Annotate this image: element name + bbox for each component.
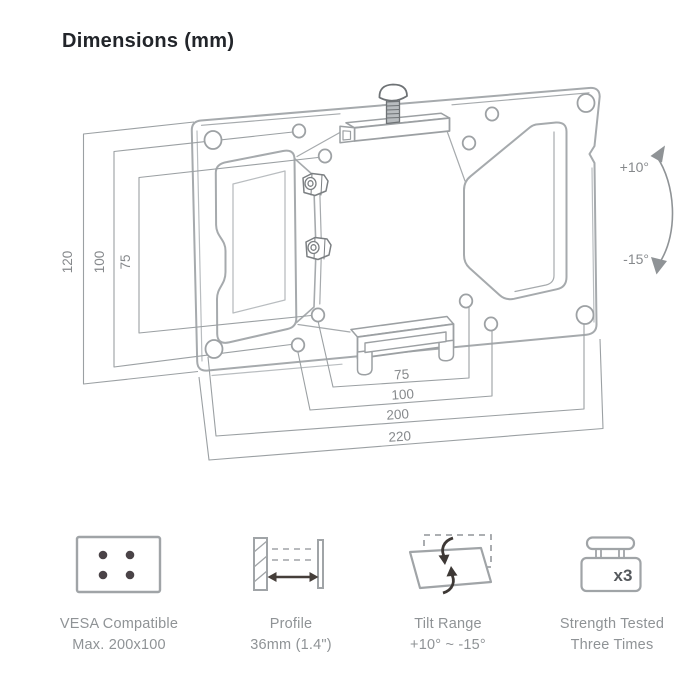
mounting-holes <box>203 93 596 359</box>
dimension-labels: 120 100 75 75 100 200 220 <box>60 251 414 445</box>
profile-depth-icon <box>253 537 324 591</box>
dim-label-220: 220 <box>388 428 411 444</box>
dim-label-200: 200 <box>386 406 410 423</box>
feature-strength-caption-line1: Strength Tested <box>559 616 665 632</box>
vesa-pattern-icon <box>75 535 162 594</box>
dim-label-120: 120 <box>60 251 75 274</box>
dim-line-75-horizontal <box>317 306 470 388</box>
dim-line-100-horizontal <box>296 329 493 411</box>
tilt-range-icon <box>408 534 493 595</box>
tilt-arrow-down-icon <box>651 257 667 275</box>
feature-profile-caption-line1: Profile <box>269 616 313 632</box>
bottom-latch <box>350 315 455 376</box>
bracket-line-art <box>190 83 601 377</box>
dim-line-220 <box>198 338 604 461</box>
left-cutout <box>214 149 298 344</box>
wall-mount-dimension-drawing: 120 100 75 75 100 200 220 +10° -15° <box>60 83 674 461</box>
tension-bolt <box>378 83 408 125</box>
dim-label-75-horizontal: 75 <box>394 367 410 383</box>
strength-badge: x3 <box>614 566 633 585</box>
feature-vesa: VESA Compatible Max. 200x100 <box>39 524 199 656</box>
feature-profile: Profile 36mm (1.4") <box>211 524 371 656</box>
top-lock-bar <box>339 112 451 144</box>
feature-strength: x3 Strength Tested Three Times <box>532 524 692 656</box>
tilt-up-label: +10° <box>620 159 649 175</box>
dimension-lines <box>82 121 604 461</box>
tilt-arrow-up-icon <box>650 145 665 163</box>
tilt-arc <box>656 156 674 263</box>
dim-line-120 <box>82 121 199 385</box>
feature-vesa-caption-line1: VESA Compatible <box>59 616 179 632</box>
tilt-annotation: +10° -15° <box>620 145 674 275</box>
feature-tilt-caption-line1: Tilt Range <box>414 616 482 632</box>
feature-row: VESA Compatible Max. 200x100 Profile 36m… <box>0 524 700 684</box>
dim-label-100-vertical: 100 <box>92 251 107 274</box>
feature-tilt: Tilt Range +10° ~ -15° <box>368 524 528 656</box>
dim-label-75-vertical: 75 <box>118 254 133 269</box>
right-cutout <box>463 121 568 301</box>
feature-strength-caption-line2: Three Times <box>570 637 654 653</box>
tilt-down-label: -15° <box>623 251 649 267</box>
inner-plate-edge <box>232 170 286 314</box>
page-title: Dimensions (mm) <box>62 30 235 52</box>
dim-line-75-vertical <box>138 156 319 334</box>
feature-profile-caption-line2: 36mm (1.4") <box>250 637 332 653</box>
feature-vesa-caption-line2: Max. 200x100 <box>72 637 166 653</box>
strength-tested-icon: x3 <box>580 536 642 593</box>
dim-line-100-vertical <box>113 131 294 368</box>
locking-screws <box>302 172 332 261</box>
dim-label-100-horizontal: 100 <box>391 386 415 403</box>
dim-line-200 <box>207 324 585 437</box>
feature-tilt-caption-line2: +10° ~ -15° <box>410 637 486 653</box>
